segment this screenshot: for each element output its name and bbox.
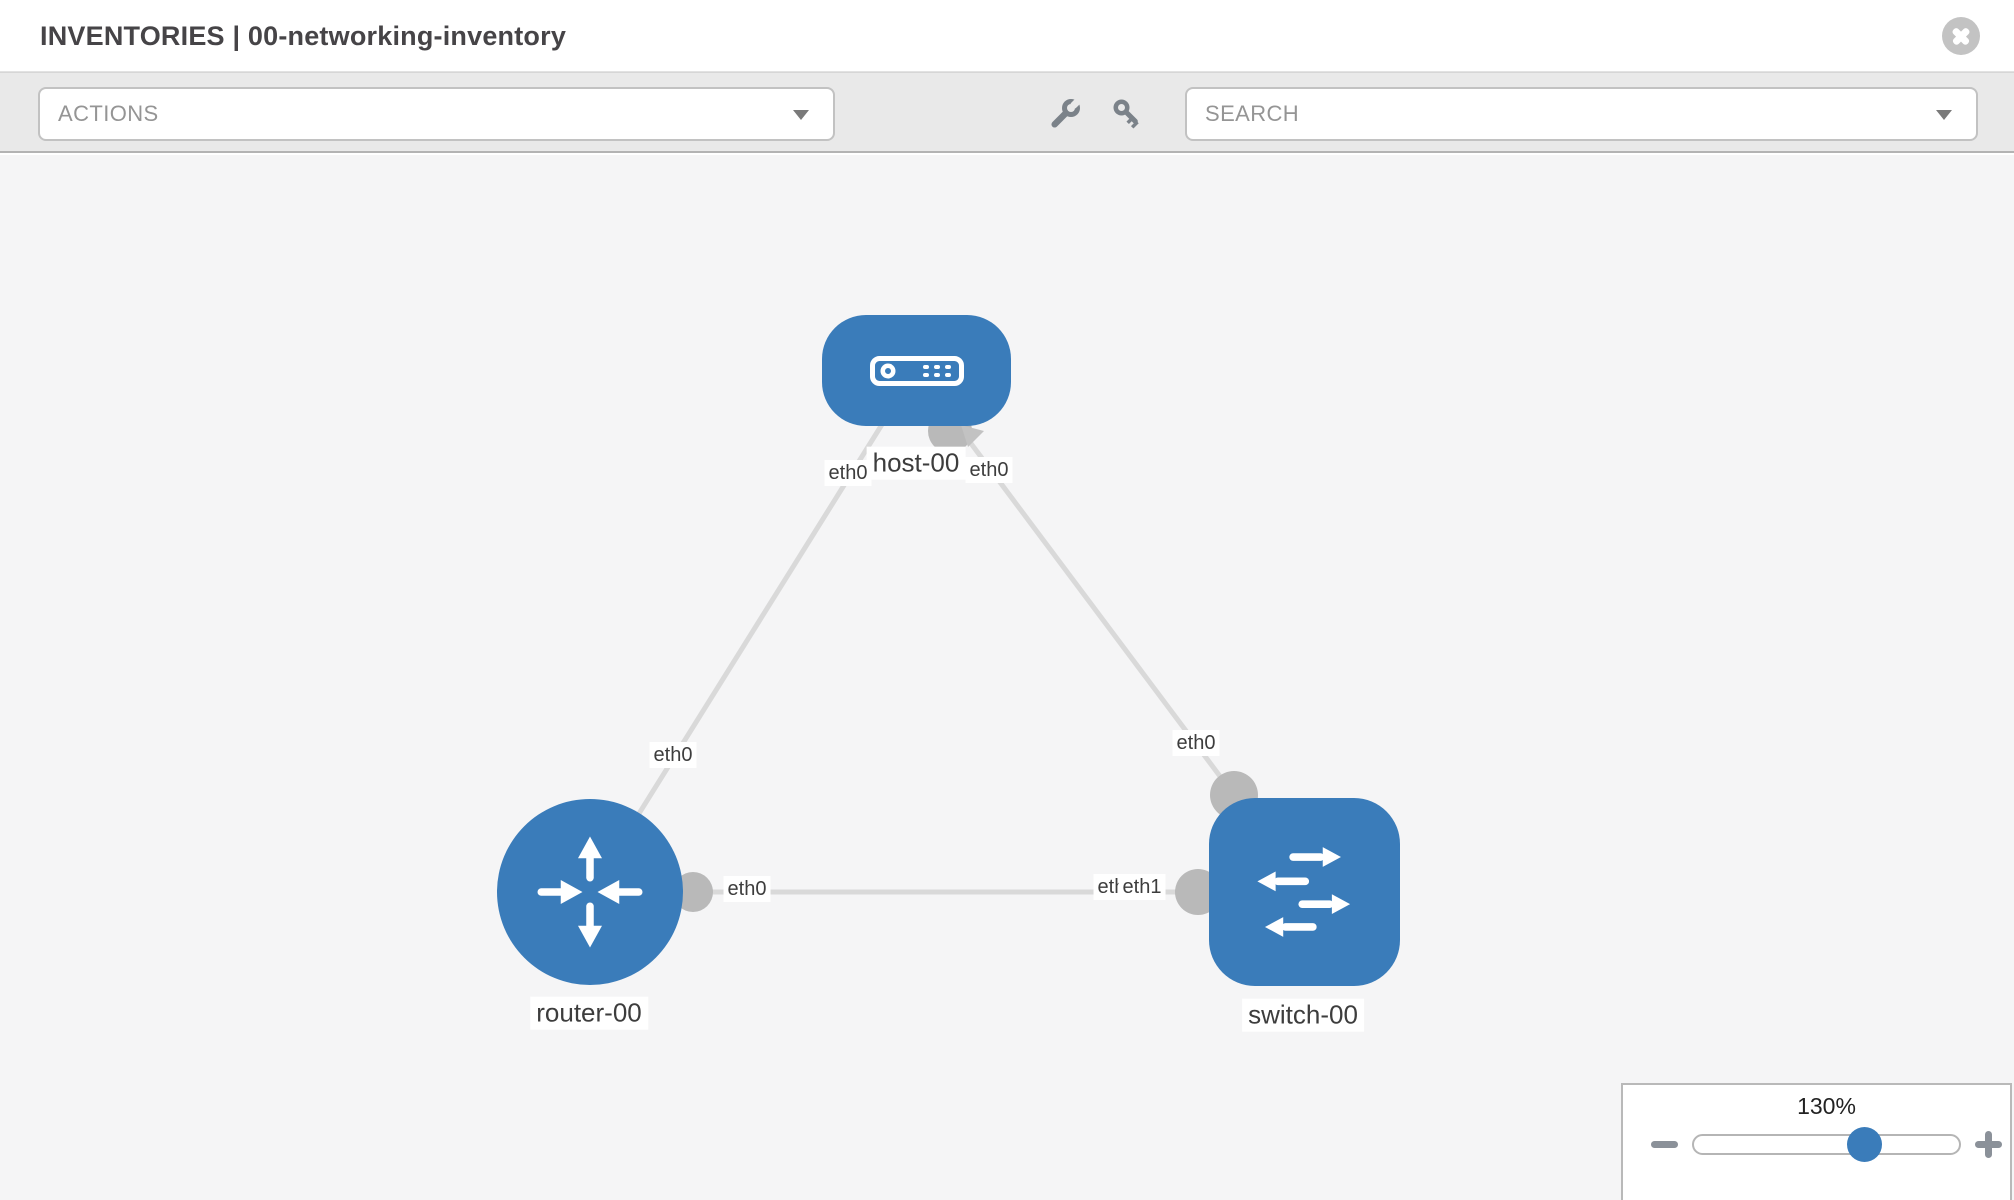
node-label-router-00[interactable]: router-00	[530, 996, 648, 1030]
switch-icon	[1257, 847, 1351, 937]
interface-label-host-eth0-left: eth0	[824, 460, 872, 486]
interface-label-router-eth0-right: eth0	[723, 876, 771, 902]
interface-label-router-eth0-up: eth0	[649, 742, 697, 768]
key-icon	[1113, 99, 1139, 129]
actions-dropdown-label: ACTIONS	[58, 101, 159, 126]
tools-wrench-button[interactable]	[1048, 96, 1083, 131]
search-dropdown[interactable]: SEARCH	[1185, 87, 1978, 141]
host-icon	[869, 355, 964, 386]
zoom-level-value: 130%	[1797, 1093, 1856, 1119]
link-host-router[interactable]	[587, 368, 919, 894]
search-placeholder: SEARCH	[1205, 101, 1300, 126]
chevron-down-icon	[793, 110, 809, 120]
link-arrowhead	[961, 425, 984, 447]
interface-label-switch-eth1-left: eth1	[1118, 874, 1166, 900]
zoom-slider-thumb[interactable]	[1847, 1127, 1882, 1162]
zoom-control-panel: 130%	[1621, 1083, 2012, 1200]
zoom-slider-track[interactable]	[1692, 1134, 1961, 1155]
interface-label-switch-eth0-top: eth0	[1172, 730, 1220, 756]
router-icon	[537, 836, 643, 948]
plus-icon	[1985, 1131, 1992, 1158]
topology-canvas[interactable]: host-00 router-00 switch-00 eth0 eth0 et…	[0, 155, 2014, 1200]
node-label-switch-00[interactable]: switch-00	[1242, 998, 1364, 1032]
interface-label-host-eth0-right: eth0	[965, 457, 1013, 483]
wrench-icon	[1051, 96, 1083, 128]
toolbar: ACTIONS	[0, 72, 2014, 153]
credentials-key-button[interactable]	[1111, 97, 1145, 131]
header-bar: INVENTORIES | 00-networking-inventory	[0, 0, 2014, 72]
actions-dropdown[interactable]: ACTIONS	[38, 87, 835, 141]
chevron-down-icon	[1936, 110, 1952, 120]
node-label-host-00[interactable]: host-00	[866, 446, 966, 480]
page-title: INVENTORIES | 00-networking-inventory	[40, 21, 567, 51]
zoom-in-button[interactable]	[1975, 1131, 2002, 1158]
interface-connector-router	[673, 872, 713, 912]
node-switch-00[interactable]	[1209, 798, 1400, 986]
node-router-00[interactable]	[497, 799, 683, 985]
zoom-out-button[interactable]	[1651, 1141, 1678, 1148]
close-button[interactable]	[1942, 17, 1980, 55]
node-host-00[interactable]	[822, 315, 1011, 426]
topology-links-layer	[587, 368, 1305, 915]
